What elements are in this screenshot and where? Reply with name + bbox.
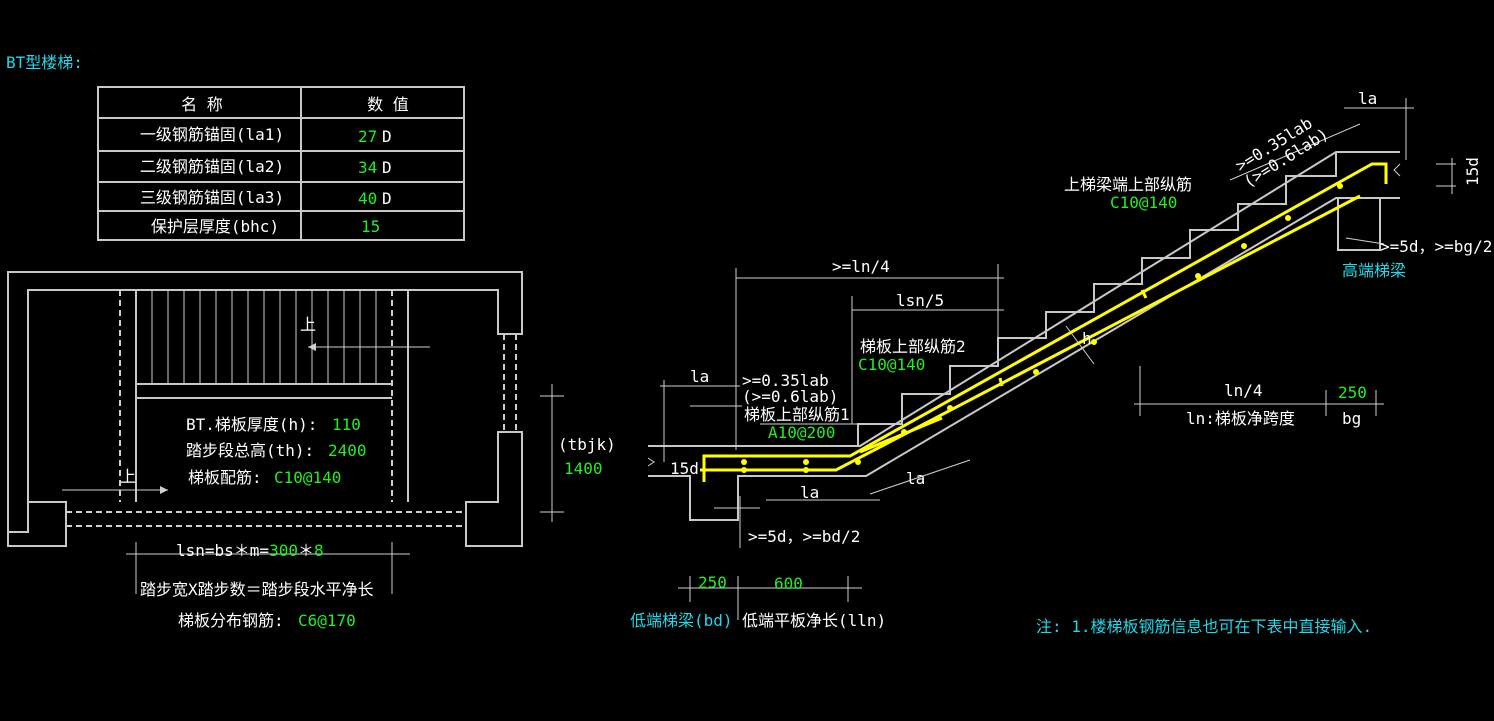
stair-steps-outline xyxy=(857,152,1337,446)
top-bar2-value[interactable]: C10@140 xyxy=(858,355,925,374)
d15-right-label: 15d xyxy=(1463,157,1482,186)
table-header-value: 数 值 xyxy=(367,95,409,114)
stair-section-view: >=ln/4 lsn/5 梯板上部纵筋2 C10@140 la >=0.35la… xyxy=(630,89,1492,636)
distribution-label: 梯板分布钢筋: xyxy=(178,611,284,630)
high-bar-value[interactable]: C10@140 xyxy=(1110,193,1177,212)
table-row-name: 一级钢筋锚固(la1) xyxy=(140,125,284,144)
thickness-label: BT.梯板厚度(h): xyxy=(186,415,317,434)
plan-beam-dashed xyxy=(66,511,466,527)
top-bar2-label: 梯板上部纵筋2 xyxy=(860,337,966,356)
d15-left-label: 15d xyxy=(670,459,699,478)
table-row-unit: D xyxy=(382,127,392,146)
table-row-name: 二级钢筋锚固(la2) xyxy=(140,157,284,176)
table-row-value[interactable]: 40 xyxy=(358,189,377,208)
top-bar1-value[interactable]: A10@200 xyxy=(768,423,835,442)
table-row-value[interactable]: 27 xyxy=(358,127,377,146)
plan-wall-right xyxy=(465,431,523,547)
plan-opening-dashed xyxy=(503,334,517,432)
table-row-unit: D xyxy=(382,189,392,208)
bg-note: >=5d，>=bg/2 xyxy=(1380,237,1492,256)
break-mark xyxy=(647,457,655,467)
table-border xyxy=(97,86,465,241)
tbjk-value[interactable]: 1400 xyxy=(564,459,603,478)
anchor1-label: >=0.35lab xyxy=(742,371,829,390)
h-dimension-line xyxy=(1065,325,1095,365)
table-row-value[interactable]: 15 xyxy=(361,217,380,236)
high-beam-label: 高端梯梁 xyxy=(1342,261,1406,280)
drawing-title: BT型楼梯: xyxy=(6,53,83,72)
anchor-right-dimension-line xyxy=(1229,123,1361,181)
la-top-label: la xyxy=(1358,89,1377,108)
lsn-m-value[interactable]: 8 xyxy=(314,541,324,560)
rebar-dots xyxy=(741,183,1343,473)
table-row-name: 三级钢筋锚固(la3) xyxy=(140,188,284,207)
distribution-value[interactable]: C6@170 xyxy=(298,611,356,630)
low-beam-label: 低端梯梁(bd) xyxy=(630,611,733,630)
la-bottom1-label: la xyxy=(800,483,819,502)
h-label: h xyxy=(1082,329,1092,348)
height-value[interactable]: 2400 xyxy=(328,441,367,460)
ln4-top-label: >=ln/4 xyxy=(832,257,890,276)
rebar-label: 梯板配筋: xyxy=(188,468,262,487)
rebar-hook xyxy=(998,377,1004,387)
plan-wall-opening xyxy=(498,333,522,433)
bd-note: >=5d，>=bd/2 xyxy=(748,527,860,546)
top-rebar-1 xyxy=(859,416,943,454)
dim-600[interactable]: 600 xyxy=(774,574,803,593)
ln-description: ln:梯板净跨度 xyxy=(1186,409,1295,428)
table-row-unit: D xyxy=(382,158,392,177)
top-rebar xyxy=(702,162,1388,482)
plan-outer-wall xyxy=(7,271,523,533)
la-bottom2-dimension-line xyxy=(869,459,971,495)
lsn-label: lsn=bs＊m=300＊8 xyxy=(176,541,324,560)
lsn5-label: lsn/5 xyxy=(896,291,944,310)
up-arrow-icon xyxy=(160,486,168,494)
rebar-hook xyxy=(1140,289,1148,299)
dim-250-right[interactable]: 250 xyxy=(1338,383,1367,402)
la-left-label: la xyxy=(690,367,709,386)
slab-top-outline xyxy=(648,151,1400,447)
la-bottom2-label: la xyxy=(906,469,925,488)
stair-plan-view: 上 上 BT.梯板厚度(h): 110 踏步段总高(th): 2400 梯板配筋… xyxy=(7,271,616,630)
plan-up-label: 上 xyxy=(300,315,316,334)
break-mark xyxy=(1393,163,1401,177)
lsn-description: 踏步宽X踏步数＝踏步段水平净长 xyxy=(140,580,374,599)
height-label: 踏步段总高(th): xyxy=(186,441,314,460)
high-bar-label: 上梯梁端上部纵筋 xyxy=(1064,175,1192,194)
footnote: 注: 1.楼梯板钢筋信息也可在下表中直接输入. xyxy=(1036,617,1372,636)
top-bar1-label: 梯板上部纵筋1 xyxy=(744,405,850,424)
thickness-value[interactable]: 110 xyxy=(332,415,361,434)
parameter-table: 名 称 数 值 一级钢筋锚固(la1) 27 D 二级钢筋锚固(la2) 34 … xyxy=(97,86,465,241)
up-arrow-icon xyxy=(308,343,316,351)
table-row-value[interactable]: 34 xyxy=(358,158,377,177)
low-plate-label: 低端平板净长(lln) xyxy=(742,611,886,630)
lsn-bs-value[interactable]: 300 xyxy=(269,541,298,560)
anchor2-label: (>=0.6lab) xyxy=(742,387,838,406)
rebar-value[interactable]: C10@140 xyxy=(274,468,341,487)
high-beam-outline xyxy=(1337,198,1381,251)
table-row-name: 保护层厚度(bhc) xyxy=(151,217,279,236)
plan-up-label: 上 xyxy=(120,467,136,486)
dim-250-left[interactable]: 250 xyxy=(698,573,727,592)
table-header-name: 名 称 xyxy=(181,95,223,114)
ln4-right-label: ln/4 xyxy=(1224,381,1263,400)
slab-bottom-outline xyxy=(648,197,1400,521)
bg-label: bg xyxy=(1342,409,1361,428)
plan-wall-left xyxy=(7,501,67,547)
bg-dimension-line xyxy=(1345,237,1385,245)
plan-tread-lines xyxy=(151,290,377,384)
tbjk-label: (tbjk) xyxy=(558,435,616,454)
